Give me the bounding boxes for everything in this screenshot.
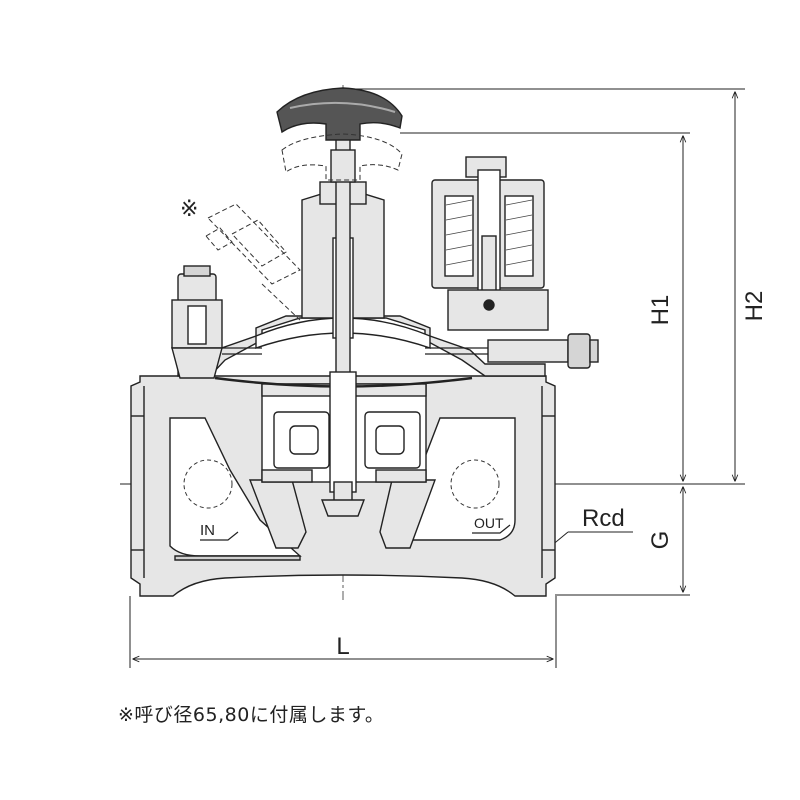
handwheel-alt-position xyxy=(281,133,403,181)
optional-marker: ※ xyxy=(180,196,198,221)
strainer-optional xyxy=(205,203,301,321)
stem-assembly xyxy=(301,95,385,517)
h2-label: H2 xyxy=(741,291,768,322)
handwheel xyxy=(276,87,403,141)
outlet-label: OUT xyxy=(474,515,504,531)
rcd-label: Rcd xyxy=(582,505,625,532)
pilot-valve xyxy=(171,265,223,379)
flow-arrows xyxy=(200,524,511,541)
l-label: L xyxy=(336,633,349,660)
port-holes xyxy=(183,459,500,509)
solenoid xyxy=(431,156,599,369)
footnote: ※呼び径65,80に付属します。 xyxy=(118,704,385,726)
h1-label: H1 xyxy=(647,295,674,326)
inlet-label: IN xyxy=(200,522,215,539)
pilot-tubing xyxy=(222,347,488,355)
g-label: G xyxy=(647,531,674,550)
